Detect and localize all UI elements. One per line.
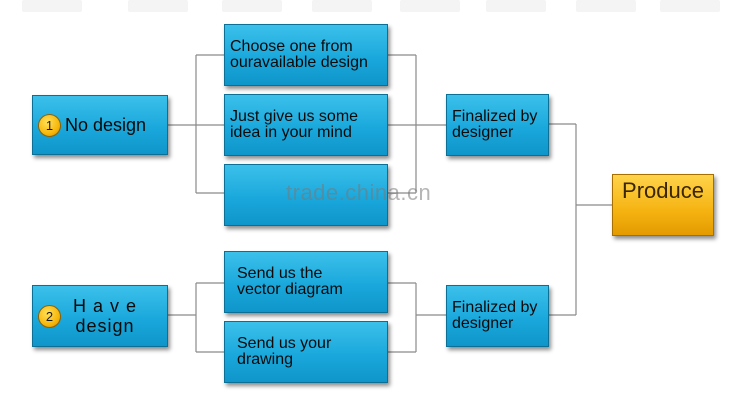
option-give-idea: Just give us some idea in your mind — [224, 94, 388, 156]
header-decor — [660, 0, 720, 12]
finalize-label: Finalized by designer — [452, 108, 538, 141]
header-decor — [128, 0, 188, 12]
start-node-no-design: 1 No design — [32, 95, 168, 155]
header-decor — [222, 0, 282, 12]
header-decor — [486, 0, 546, 12]
finalize-top: Finalized by designer — [446, 94, 549, 156]
option-choose-design: Choose one from ouravailable design — [224, 24, 388, 86]
header-graphic-strip — [0, 0, 750, 16]
header-decor — [576, 0, 636, 12]
option-drawing: Send us your drawing — [224, 321, 388, 383]
header-decor — [312, 0, 372, 12]
option-obscured — [224, 164, 388, 226]
start-node-have-design: 2 H a v e design — [32, 285, 168, 347]
finalize-label: Finalized by designer — [452, 299, 538, 332]
produce-label: Produce — [622, 178, 704, 203]
start-node-label: No design — [65, 115, 147, 135]
header-decor — [400, 0, 460, 12]
start-node-label: H a v e design — [72, 296, 138, 336]
finalize-bottom: Finalized by designer — [446, 285, 549, 347]
option-label: Send us the vector diagram — [237, 265, 343, 298]
watermark-text: trade.china.cn — [286, 180, 432, 205]
option-label: Just give us some idea in your mind — [230, 108, 359, 141]
option-label: Choose one from ouravailable design — [230, 38, 368, 71]
header-decor — [22, 0, 82, 12]
option-label: Send us your drawing — [237, 335, 332, 368]
step-number-badge: 1 — [38, 113, 61, 137]
option-vector-diagram: Send us the vector diagram — [224, 251, 388, 313]
step-number-badge: 2 — [38, 304, 61, 328]
produce-node: Produce — [612, 174, 714, 236]
